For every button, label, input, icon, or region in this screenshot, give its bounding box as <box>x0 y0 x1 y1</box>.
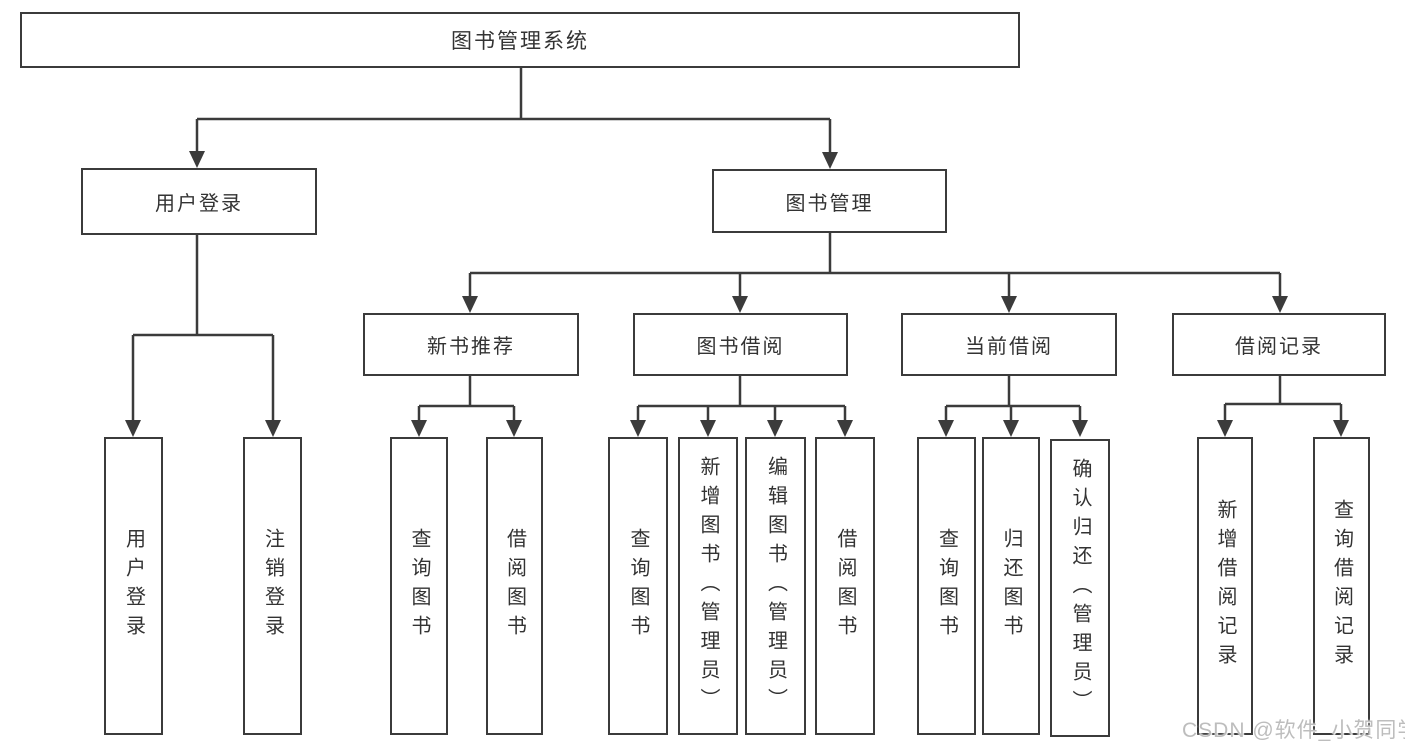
leaf-newbook-borrow-books: 借阅图书 <box>486 437 543 735</box>
leaf-borrow-edit-books-admin: 编辑图书（管理员） <box>745 437 806 735</box>
connector-root-to-level2 <box>189 68 838 169</box>
connector-borrow-records-children <box>1217 376 1349 437</box>
node-label: 图书借阅 <box>696 336 785 358</box>
leaf-user-login: 用户登录 <box>104 437 163 735</box>
connector-current-borrow-children <box>938 376 1088 437</box>
node-library-management-system: 图书管理系统 <box>20 12 1020 68</box>
leaf-records-query-borrow-record: 查询借阅记录 <box>1313 437 1370 735</box>
leaf-label: 归还图书 <box>1000 528 1022 644</box>
node-label: 图书管理 <box>785 192 874 215</box>
leaf-newbook-query-books: 查询图书 <box>390 437 448 735</box>
node-label: 新书推荐 <box>427 336 515 358</box>
leaf-label: 查询图书 <box>408 528 430 644</box>
node-borrow-records: 借阅记录 <box>1172 313 1386 376</box>
node-new-book-recommend: 新书推荐 <box>363 313 579 376</box>
leaf-label: 查询借阅记录 <box>1330 499 1353 673</box>
node-label: 用户登录 <box>155 193 243 215</box>
leaf-label: 借阅图书 <box>834 528 856 644</box>
node-book-borrow: 图书借阅 <box>633 313 848 376</box>
leaf-label: 查询图书 <box>627 528 649 644</box>
leaf-label: 新增借阅记录 <box>1214 499 1236 673</box>
leaf-borrow-query-books: 查询图书 <box>608 437 668 735</box>
node-book-management-branch: 图书管理 <box>712 169 947 233</box>
connector-book-borrow-children <box>630 376 853 437</box>
connector-user-login-children <box>125 235 281 437</box>
node-current-borrow: 当前借阅 <box>901 313 1117 376</box>
node-label: 借阅记录 <box>1235 336 1323 358</box>
leaf-logout: 注销登录 <box>243 437 302 735</box>
leaf-label: 注销登录 <box>261 528 284 644</box>
leaf-label: 确认归还（管理员） <box>1069 457 1091 719</box>
connector-new-book-children <box>411 376 522 437</box>
leaf-current-confirm-return-admin: 确认归还（管理员） <box>1050 439 1110 737</box>
leaf-current-return-books: 归还图书 <box>982 437 1040 735</box>
node-user-login-branch: 用户登录 <box>81 168 317 235</box>
leaf-records-add-borrow-record: 新增借阅记录 <box>1197 437 1253 735</box>
csdn-watermark: CSDN @软件_小贺同学 <box>1182 719 1405 742</box>
leaf-label: 借阅图书 <box>503 528 526 644</box>
leaf-label: 新增图书（管理员） <box>697 455 719 717</box>
node-label: 当前借阅 <box>965 336 1053 358</box>
connector-book-mgmt-children <box>462 233 1288 313</box>
node-label: 图书管理系统 <box>451 30 589 53</box>
leaf-label: 用户登录 <box>122 528 145 644</box>
leaf-current-query-books: 查询图书 <box>917 437 976 735</box>
leaf-borrow-add-books-admin: 新增图书（管理员） <box>678 437 738 735</box>
leaf-borrow-borrow-books: 借阅图书 <box>815 437 875 735</box>
leaf-label: 查询图书 <box>935 528 958 644</box>
leaf-label: 编辑图书（管理员） <box>764 455 787 717</box>
